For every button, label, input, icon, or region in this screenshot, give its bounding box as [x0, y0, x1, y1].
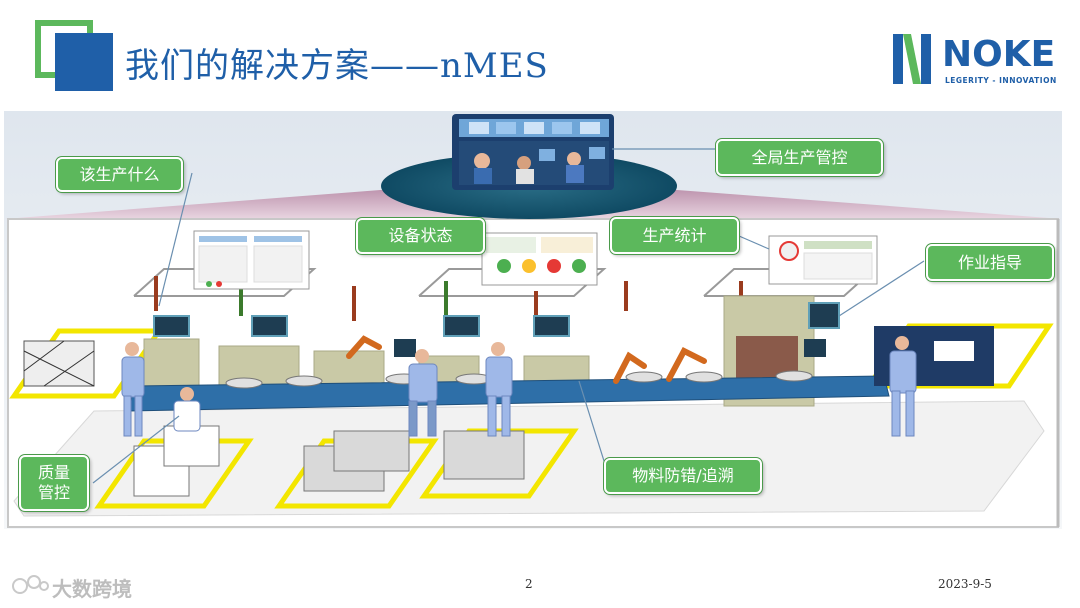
logo-square-fill	[55, 33, 113, 91]
page-number: 2	[525, 577, 533, 591]
slide-date: 2023-9-5	[938, 577, 992, 591]
noke-logo-icon	[893, 34, 931, 84]
callout-work-guidance: 作业指导	[926, 244, 1054, 281]
left-rack	[23, 340, 95, 387]
callout-production-stats: 生产统计	[610, 217, 739, 254]
carts	[133, 425, 525, 497]
callout-what-to-produce: 该生产什么	[56, 157, 183, 192]
dashboard-production-stats	[768, 235, 878, 285]
dashboard-what-to-produce	[193, 230, 310, 290]
page-title: 我们的解决方案——nMES	[125, 46, 549, 86]
callout-material-tracing: 物料防错/追溯	[604, 458, 762, 494]
watermark-text: 大数跨境	[52, 577, 132, 601]
station-terminals	[153, 302, 840, 357]
control-room-photo	[452, 114, 614, 190]
robot-arms	[346, 335, 707, 384]
callout-global-control: 全局生产管控	[716, 139, 883, 176]
callout-equipment-status: 设备状态	[356, 218, 485, 254]
callout-quality-control: 质量 管控	[19, 455, 89, 511]
shoe-parts	[225, 370, 813, 389]
brand-name: NOKE	[942, 34, 1056, 75]
watermark-logo-icon	[12, 575, 49, 594]
workers	[121, 336, 917, 437]
factory-floor	[13, 400, 1045, 517]
brand-tagline: LEGERITY - INNOVATION	[945, 76, 1057, 85]
dashboard-equipment-status	[481, 232, 598, 286]
